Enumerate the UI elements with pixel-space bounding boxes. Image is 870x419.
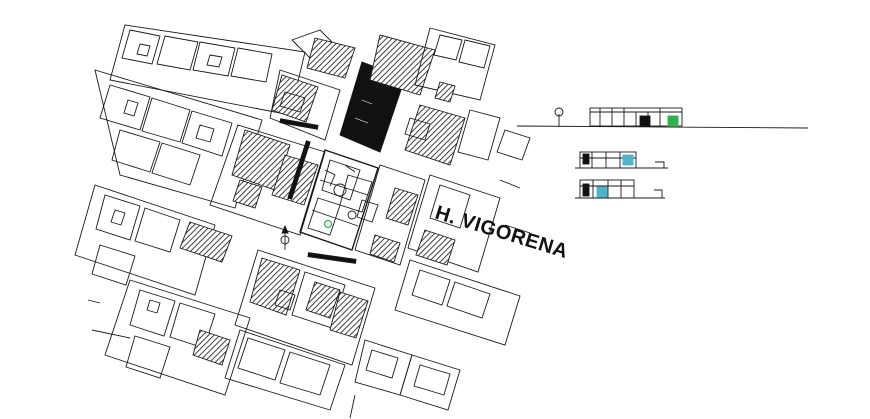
street-bar-south — [307, 252, 357, 264]
project-site — [299, 149, 379, 251]
block-southwest — [74, 184, 233, 296]
block-far-southeast — [354, 339, 461, 411]
building-section-2 — [575, 179, 665, 199]
site-plan — [74, 24, 531, 419]
block-south-lower — [104, 279, 251, 396]
block-lower-center — [224, 329, 346, 411]
street-bar-north — [279, 118, 319, 130]
road-edges — [87, 179, 531, 419]
block-east — [394, 117, 531, 346]
block-hatched-north — [269, 37, 356, 141]
elevation-drawings — [516, 107, 809, 199]
north-arrow-icon — [280, 224, 290, 250]
street-bar-west — [287, 140, 311, 200]
tree-icon — [554, 107, 564, 126]
street-name-label: H. VIGORENA — [433, 202, 571, 263]
green-marker — [323, 219, 333, 229]
block-south-center — [234, 249, 376, 366]
block-east-of-site — [354, 164, 426, 266]
street-elevation — [516, 107, 809, 129]
building-section-1 — [575, 151, 668, 169]
block-northeast — [369, 27, 501, 166]
block-northwest — [94, 69, 263, 209]
